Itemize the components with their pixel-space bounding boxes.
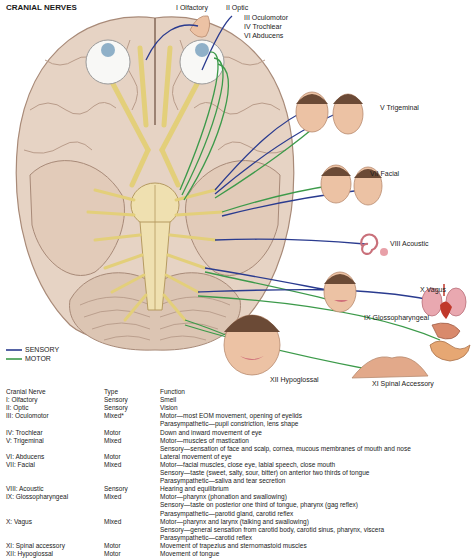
nerve-label: IV Trochlear [244, 23, 282, 30]
table-cell: Mixed* [104, 413, 124, 420]
nerve-label: X Vagus [420, 286, 446, 293]
table-cell: Lateral movement of eye [160, 454, 232, 461]
table-cell: Motor—facial muscles, close eye, labial … [160, 462, 335, 469]
table-cell: Motor [104, 430, 121, 437]
table-header: Type [104, 389, 118, 396]
table-cell: Sensory—taste (sweet, salty, sour, bitte… [160, 470, 369, 477]
table-cell: Motor—pharynx and larynx (talking and sw… [160, 519, 309, 526]
table-cell: Sensory—general sensation from carotid b… [160, 527, 384, 534]
table-cell: I: Olfactory [6, 397, 37, 404]
table-cell: Vision [160, 405, 178, 412]
nerve-label: V Trigeminal [380, 104, 419, 111]
table-cell: V: Trigeminal [6, 438, 44, 445]
table-cell: XII: Hypoglossal [6, 551, 53, 558]
table-cell: Motor [104, 543, 121, 550]
legend-text: MOTOR [25, 355, 51, 362]
nerve-label: IX Glossopharyngeal [364, 314, 429, 321]
diagram-title: CRANIAL NERVES [6, 4, 77, 12]
table-cell: Motor—most EOM movement, opening of eyel… [160, 413, 302, 420]
table-cell: Sensory—sensation of face and scalp, cor… [160, 446, 411, 453]
table-cell: Motor—pharynx (phonation and swallowing) [160, 494, 287, 501]
table-cell: Sensory [104, 397, 128, 404]
table-cell: Motor [104, 551, 121, 558]
table-cell: Smell [160, 397, 176, 404]
table-cell: Mixed [104, 519, 121, 526]
nerve-label: III Oculomotor [244, 14, 288, 21]
table-cell: Movement of trapezius and sternomastoid … [160, 543, 307, 550]
table-cell: Mixed [104, 462, 121, 469]
table-cell: VI: Abducens [6, 454, 44, 461]
legend-line-sample [6, 349, 22, 351]
table-cell: Parasympathetic—pupil constriction, lens… [160, 421, 298, 428]
table-cell: Sensory—taste on posterior one third of … [160, 502, 358, 509]
table-cell: Sensory [104, 405, 128, 412]
table-cell: Mixed [104, 438, 121, 445]
table-cell: XI: Spinal accessory [6, 543, 65, 550]
table-cell: Parasympathetic—parotid gland, carotid r… [160, 511, 293, 518]
table-cell: VIII: Acoustic [6, 486, 44, 493]
table-cell: Hearing and equilibrium [160, 486, 229, 493]
nerve-label: I Olfactory [176, 4, 208, 11]
table-cell: IV: Trochlear [6, 430, 43, 437]
nerve-label: II Optic [226, 4, 248, 11]
table-cell: Parasympathetic—carotid reflex [160, 535, 252, 542]
nerve-label: XII Hypoglossal [270, 376, 319, 383]
legend-text: SENSORY [25, 346, 59, 353]
table-cell: Mixed [104, 494, 121, 501]
table-cell: III: Oculomotor [6, 413, 49, 420]
table-cell: X: Vagus [6, 519, 32, 526]
nerve-label: VII Facial [370, 170, 399, 177]
nerve-label: XI Spinal Accessory [372, 380, 434, 387]
nerve-label: VIII Acoustic [390, 240, 429, 247]
table-cell: VII: Facial [6, 462, 35, 469]
table-cell: II: Optic [6, 405, 28, 412]
table-cell: Parasympathetic—saliva and tear secretio… [160, 478, 285, 485]
legend-line-sample [6, 358, 22, 360]
table-cell: IX: Glossopharyngeal [6, 494, 68, 501]
table-cell: Down and inward movement of eye [160, 430, 262, 437]
nerve-label: VI Abducens [244, 32, 283, 39]
table-header: Function [160, 389, 185, 396]
table-header: Cranial Nerve [6, 389, 46, 396]
table-cell: Sensory [104, 486, 128, 493]
table-cell: Movement of tongue [160, 551, 219, 558]
table-cell: Motor [104, 454, 121, 461]
table-cell: Motor—muscles of mastication [160, 438, 249, 445]
